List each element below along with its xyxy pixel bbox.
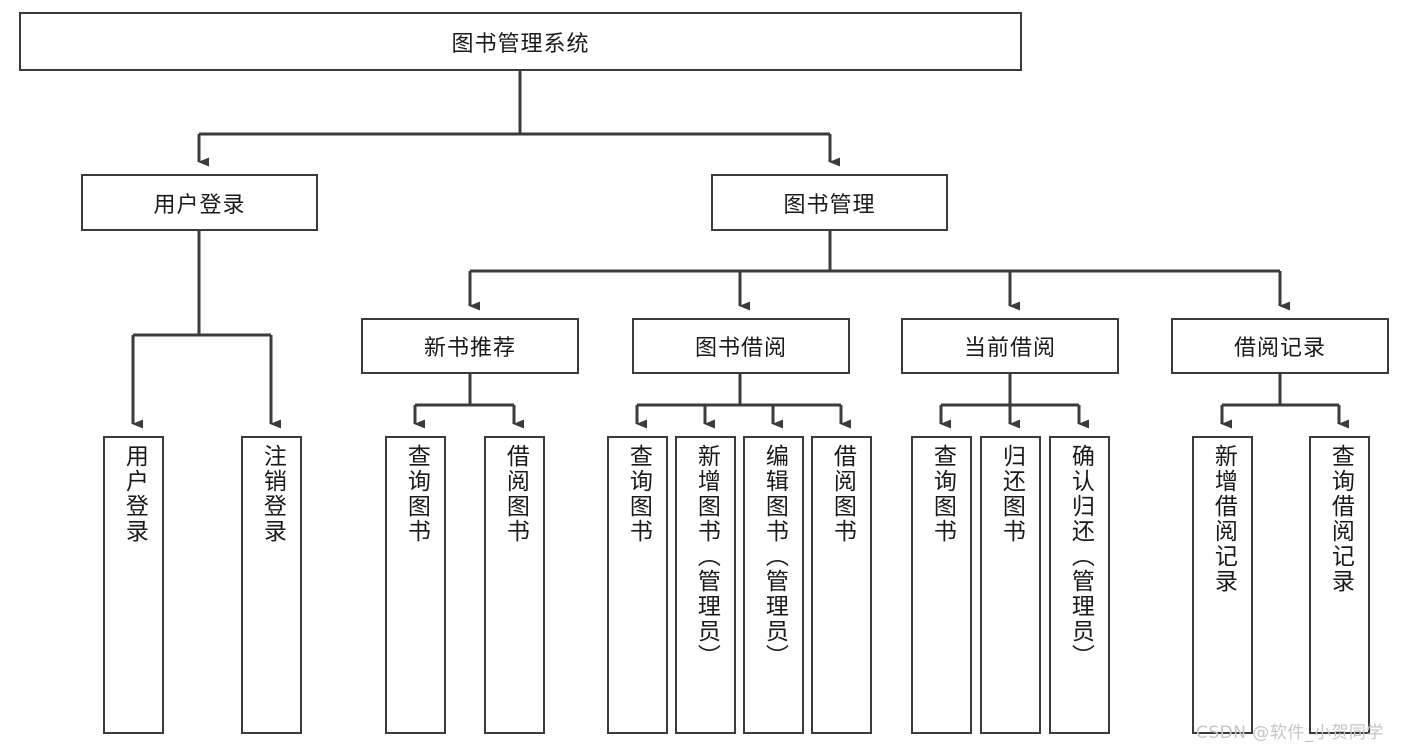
leaf-current-borrow-confirm-return[interactable]: 确认归还（管理员） <box>1049 436 1110 734</box>
leaf-new-book-borrow[interactable]: 借阅图书 <box>484 436 545 734</box>
node-borrow-record[interactable]: 借阅记录 <box>1171 318 1389 374</box>
leaf-current-borrow-return[interactable]: 归还图书 <box>980 436 1041 734</box>
leaf-user-login-signout[interactable]: 注销登录 <box>241 436 302 734</box>
node-label: 图书管理系统 <box>451 31 590 57</box>
node-root-system[interactable]: 图书管理系统 <box>19 12 1022 71</box>
node-label: 新书推荐 <box>423 336 516 361</box>
node-label: 注销登录 <box>259 444 286 544</box>
node-book-borrow[interactable]: 图书借阅 <box>632 318 850 374</box>
node-label: 借阅记录 <box>1233 336 1326 361</box>
leaf-book-borrow-add[interactable]: 新增图书（管理员） <box>675 436 736 734</box>
node-book-management[interactable]: 图书管理 <box>711 174 948 231</box>
node-label: 借阅图书 <box>829 444 856 544</box>
node-label: 用户登录 <box>153 192 246 218</box>
node-label: 图书借阅 <box>694 336 787 361</box>
node-label: 查询图书 <box>403 444 430 544</box>
node-label: 查询借阅记录 <box>1327 444 1354 594</box>
node-label: 编辑图书（管理员） <box>761 444 788 669</box>
leaf-borrow-record-query[interactable]: 查询借阅记录 <box>1309 436 1370 734</box>
leaf-new-book-query[interactable]: 查询图书 <box>385 436 446 734</box>
node-label: 借阅图书 <box>502 444 529 544</box>
node-label: 新增图书（管理员） <box>693 444 720 669</box>
node-label: 查询图书 <box>625 444 652 544</box>
node-label: 用户登录 <box>121 444 148 544</box>
node-label: 当前借阅 <box>963 336 1056 361</box>
leaf-borrow-record-add[interactable]: 新增借阅记录 <box>1192 436 1253 734</box>
node-label: 确认归还（管理员） <box>1067 444 1094 669</box>
csdn-watermark: CSDN @软件_小贺同学 <box>1196 723 1384 743</box>
leaf-book-borrow-lend[interactable]: 借阅图书 <box>811 436 872 734</box>
node-label: 查询图书 <box>929 444 956 544</box>
leaf-current-borrow-query[interactable]: 查询图书 <box>911 436 972 734</box>
node-label: 新增借阅记录 <box>1210 444 1237 594</box>
leaf-book-borrow-edit[interactable]: 编辑图书（管理员） <box>743 436 804 734</box>
node-label: 归还图书 <box>998 444 1025 544</box>
leaf-user-login-signin[interactable]: 用户登录 <box>103 436 164 734</box>
node-current-borrow[interactable]: 当前借阅 <box>901 318 1119 374</box>
node-user-login[interactable]: 用户登录 <box>81 174 318 231</box>
node-new-book-recommend[interactable]: 新书推荐 <box>361 318 579 374</box>
leaf-book-borrow-query[interactable]: 查询图书 <box>607 436 668 734</box>
node-label: 图书管理 <box>783 192 876 218</box>
